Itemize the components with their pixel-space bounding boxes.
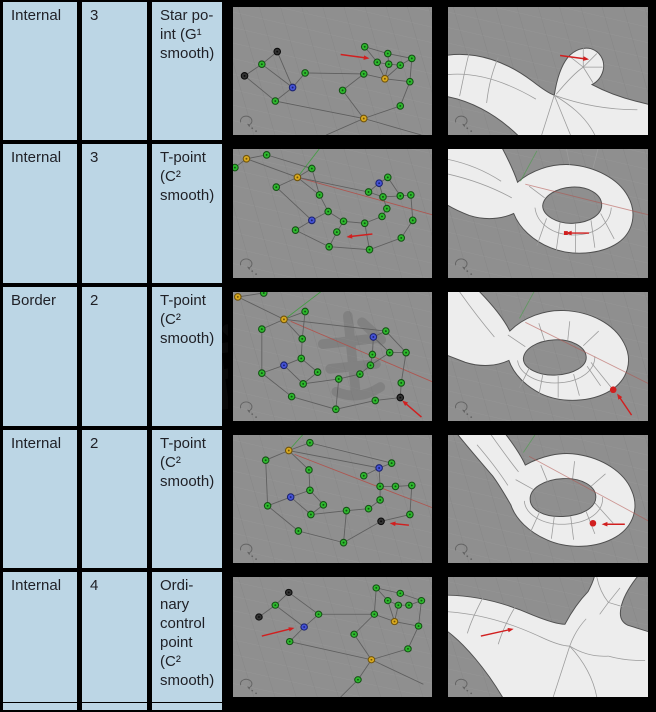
control-mesh-figure (228, 430, 437, 568)
location-cell: Internal (3, 2, 77, 140)
point-type-cell: T-point (C² smooth) (152, 144, 222, 283)
point-type-cell: T-point (C² smooth) (152, 287, 222, 426)
rendered-surface-figure-canvas (448, 292, 648, 421)
rendered-surface-figure-canvas (448, 435, 648, 563)
rendered-surface-figure (443, 287, 653, 426)
rendered-surface-figure-canvas (448, 7, 648, 135)
control-mesh-figure-canvas (233, 7, 432, 135)
rendered-surface-figure (443, 144, 653, 283)
rendered-surface-figure-canvas (448, 577, 648, 697)
control-mesh-figure-canvas (233, 149, 432, 278)
control-mesh-figure-canvas (233, 435, 432, 563)
control-mesh-figure (228, 2, 437, 140)
partial-next-row-cell (3, 703, 77, 710)
control-mesh-figure (228, 144, 437, 283)
point-type-cell: Star po- int (G¹ smooth) (152, 2, 222, 140)
location-cell: Internal (3, 144, 77, 283)
partial-next-row-cell (152, 703, 222, 710)
valence-cell: 2 (82, 430, 147, 568)
control-mesh-figure (228, 572, 437, 702)
rendered-surface-figure-canvas (448, 149, 648, 278)
location-cell: Border (3, 287, 77, 426)
rendered-surface-figure (443, 572, 653, 702)
location-cell: Internal (3, 430, 77, 568)
location-cell: Internal (3, 572, 77, 702)
point-type-cell: Ordi- nary control point (C² smooth) (152, 572, 222, 702)
valence-cell: 3 (82, 144, 147, 283)
valence-cell: 3 (82, 2, 147, 140)
valence-cell: 2 (82, 287, 147, 426)
control-mesh-figure-canvas (233, 292, 432, 421)
rendered-surface-figure (443, 430, 653, 568)
control-mesh-figure-canvas (233, 577, 432, 697)
control-mesh-figure (228, 287, 437, 426)
point-type-cell: T-point (C² smooth) (152, 430, 222, 568)
partial-next-row-cell (82, 703, 147, 710)
valence-cell: 4 (82, 572, 147, 702)
rendered-surface-figure (443, 2, 653, 140)
